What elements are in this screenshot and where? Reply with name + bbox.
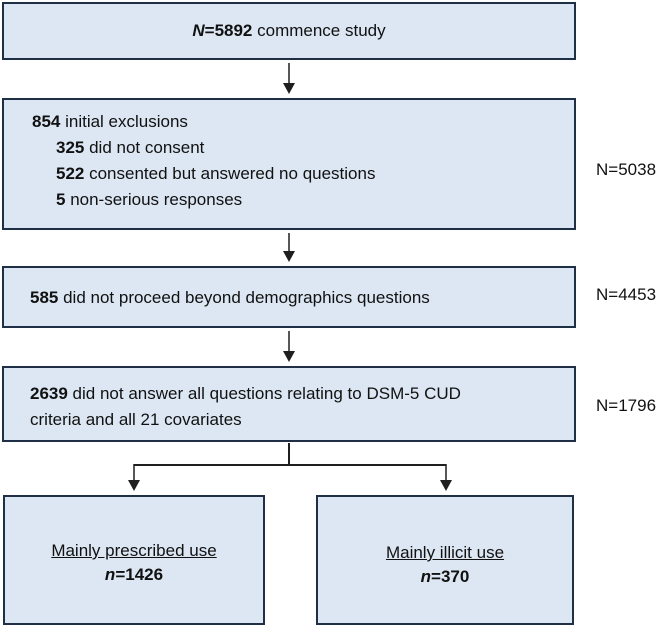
arrow-down-1	[283, 63, 295, 94]
illicit-n: n=370	[318, 567, 572, 587]
exclusion-item-num: 522	[56, 164, 85, 183]
exclusion-item-num: 5	[56, 190, 66, 209]
illicit-n-label: n	[420, 567, 432, 586]
exclusions-box: 854 initial exclusions 325 did not conse…	[2, 98, 576, 230]
illicit-n-value: =370	[431, 567, 470, 586]
exclusion-item-text: non-serious responses	[65, 190, 243, 209]
exclusion-item: 5 non-serious responses	[56, 190, 242, 210]
exclusion-item-text: consented but answered no questions	[84, 164, 376, 183]
arrow-down-3	[283, 331, 295, 362]
dsm-num: 2639	[30, 384, 68, 403]
exclusion-item: 522 consented but answered no questions	[56, 164, 375, 184]
split-bar	[134, 464, 446, 466]
start-n-label: N	[192, 21, 205, 40]
arrow-left-branch	[128, 464, 140, 491]
exclusions-total: 854	[32, 112, 61, 131]
arrow-down-2	[283, 233, 295, 262]
exclusion-item-text: did not consent	[84, 138, 205, 157]
demographics-num: 585	[30, 288, 59, 307]
demographics-label: did not proceed beyond demographics ques…	[58, 288, 430, 307]
start-box: N=5892 commence study	[2, 2, 576, 60]
start-n-value: =5892	[204, 21, 253, 40]
illicit-box: Mainly illicit use n=370	[316, 495, 574, 625]
exclusions-total-line: 854 initial exclusions	[32, 112, 188, 132]
exclusion-item-num: 325	[56, 138, 85, 157]
arrow-right-branch	[440, 464, 452, 491]
dsm-label-1: did not answer all questions relating to…	[67, 384, 461, 403]
start-text: N=5892 commence study	[4, 21, 574, 41]
prescribed-title: Mainly prescribed use	[51, 541, 217, 560]
start-label: commence study	[252, 21, 386, 40]
prescribed-n-label: n	[104, 565, 116, 584]
dsm-line-1: 2639 did not answer all questions relati…	[30, 384, 461, 404]
split-stem	[288, 443, 290, 465]
dsm-side-n: N=1796	[596, 396, 657, 415]
exclusions-total-label: initial exclusions	[60, 112, 188, 131]
prescribed-n-value: =1426	[115, 565, 164, 584]
prescribed-box: Mainly prescribed use n=1426	[3, 495, 265, 625]
illicit-title: Mainly illicit use	[385, 543, 505, 562]
dsm-box: 2639 did not answer all questions relati…	[2, 366, 576, 442]
exclusion-item: 325 did not consent	[56, 138, 204, 158]
dsm-line-2: criteria and all 21 covariates	[30, 410, 242, 429]
exclusions-side-n: N=5038	[596, 160, 657, 179]
demographics-text: 585 did not proceed beyond demographics …	[30, 288, 430, 308]
demographics-side-n: N=4453	[596, 285, 657, 304]
prescribed-n: n=1426	[5, 565, 263, 585]
demographics-box: 585 did not proceed beyond demographics …	[2, 266, 576, 328]
